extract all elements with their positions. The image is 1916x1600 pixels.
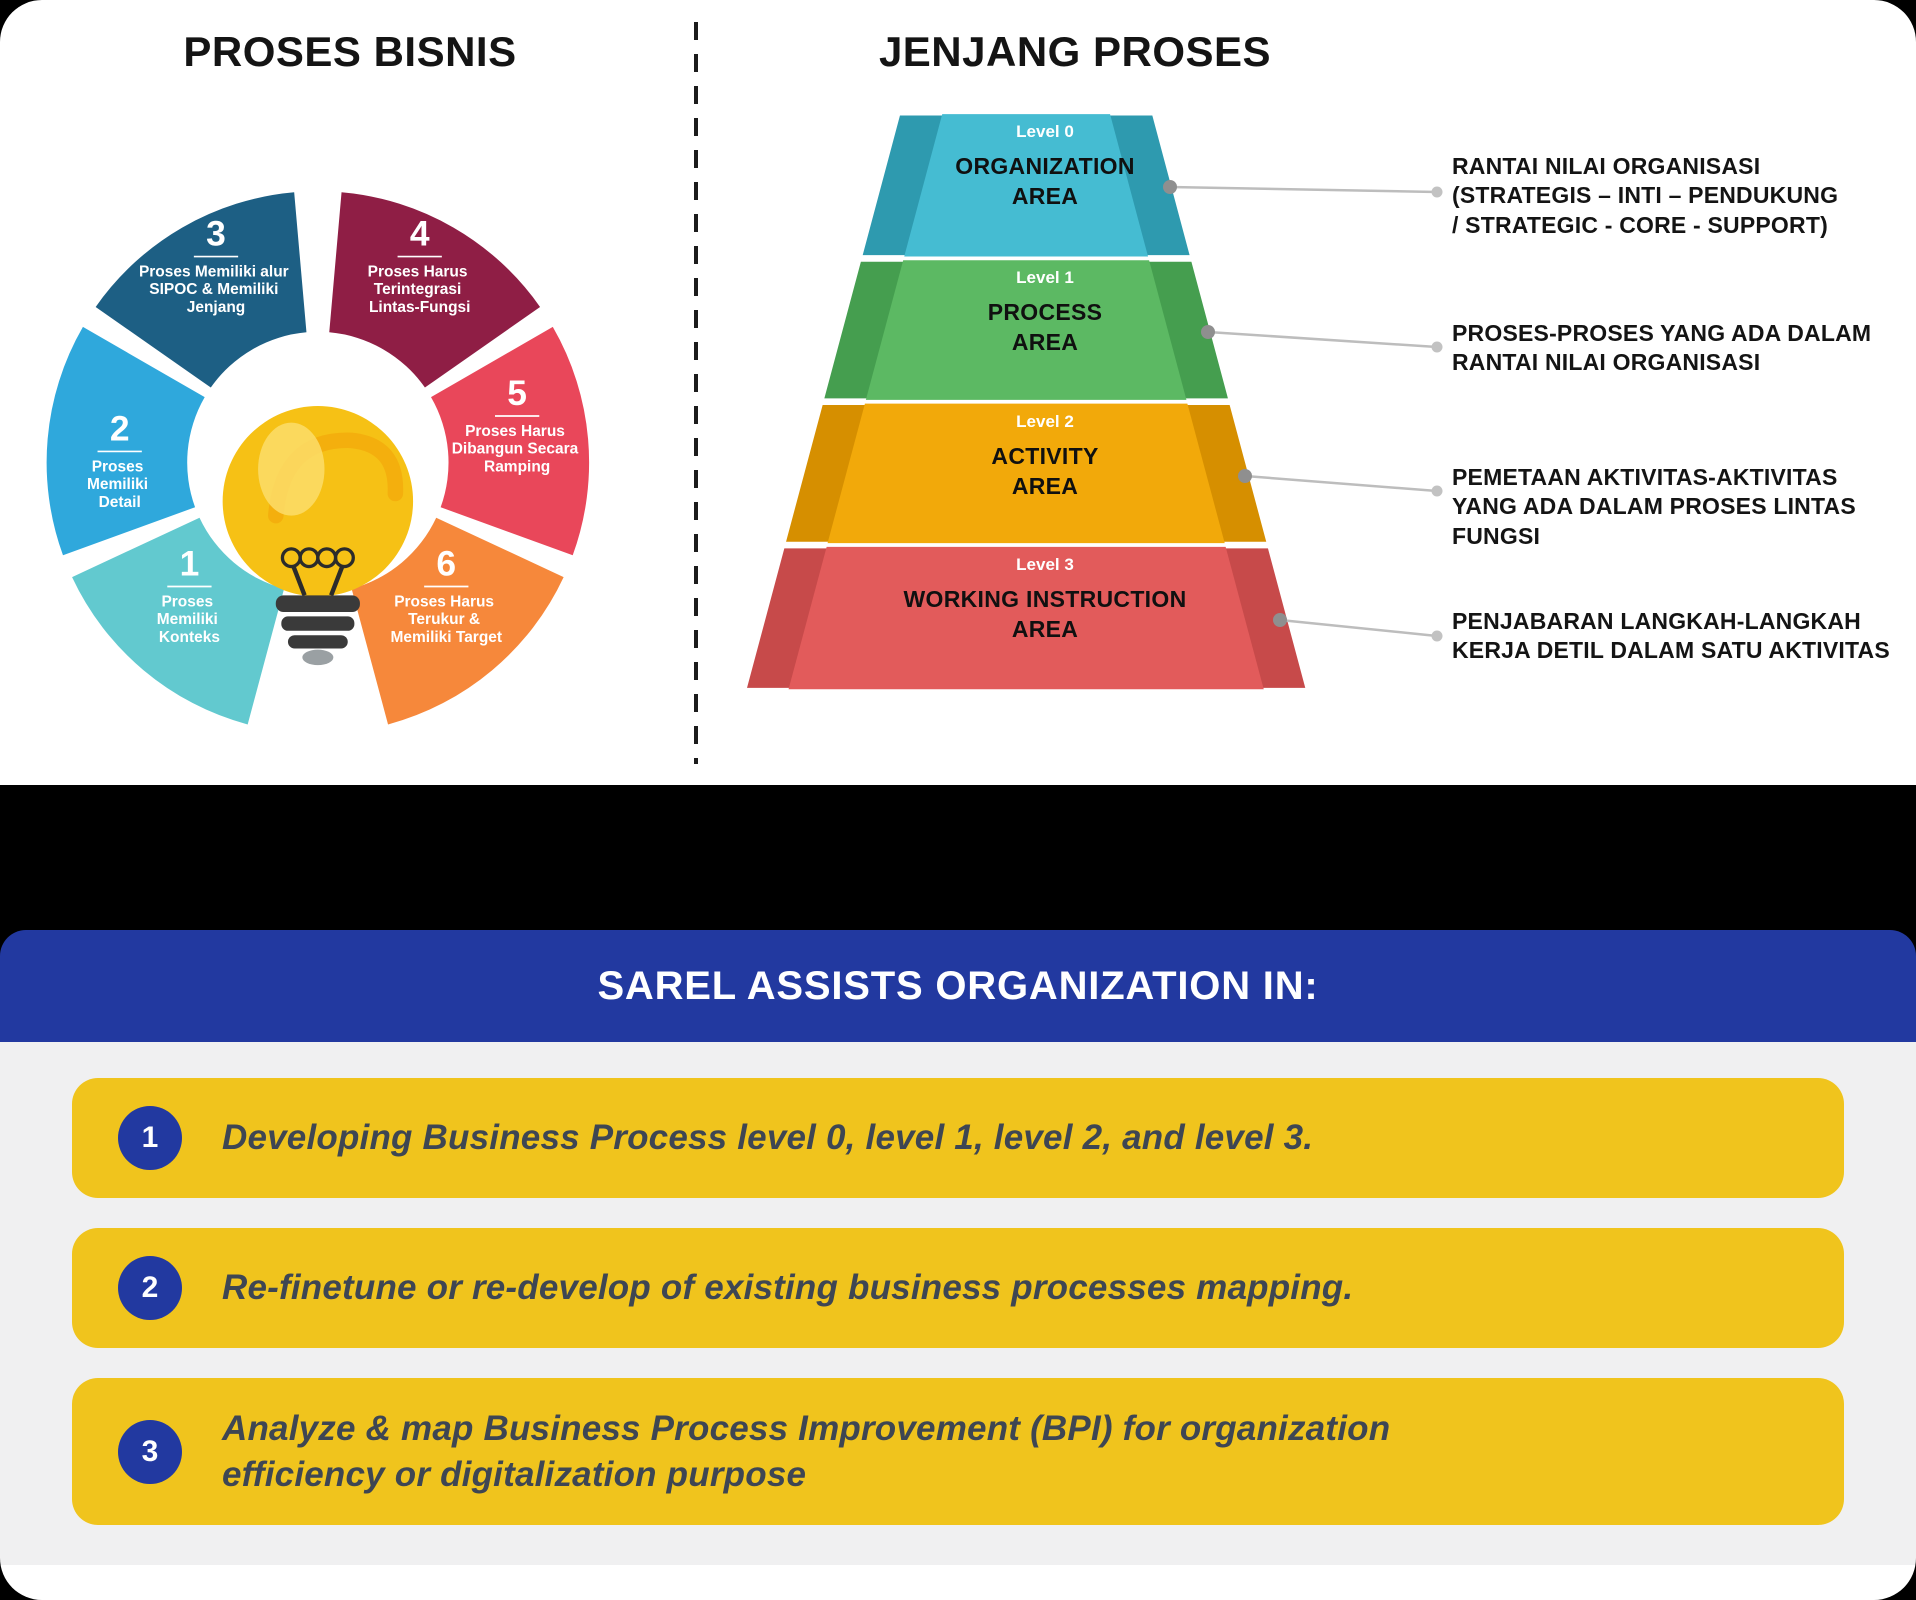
band-level-2 <box>827 403 1225 544</box>
segment-5-label: Proses Harus Dibangun Secara Ramping <box>452 423 583 475</box>
band-label-1: Level 1 PROCESS AREA <box>845 268 1245 358</box>
segment-1 <box>72 517 285 725</box>
level-3-description: PENJABARAN LANGKAH-LANGKAH KERJA DETIL D… <box>1452 608 1890 664</box>
segment-6-number: 6 <box>436 543 456 583</box>
dashed-divider <box>694 22 698 764</box>
segment-2 <box>46 326 205 556</box>
area-label: ACTIVITY AREA <box>991 443 1099 499</box>
segment-4-label: Proses Harus Terintegrasi Lintas-Fungsi <box>368 263 472 315</box>
top-panel: PROSES BISNIS 1 Proses Memiliki Konteks … <box>0 0 1916 785</box>
jenjang-proses-diagram: JENJANG PROSES Level 0 ORGANIZATION AREA <box>700 0 1916 785</box>
footer-strip <box>0 1565 1916 1600</box>
segment-5 <box>431 326 590 556</box>
level-2-description: PEMETAAN AKTIVITAS-AKTIVITAS YANG ADA DA… <box>1452 464 1856 549</box>
band-level-3 <box>788 546 1264 690</box>
item-text: Developing Business Process level 0, lev… <box>222 1118 1314 1158</box>
section-header-bar: SAREL ASSISTS ORGANIZATION IN: <box>0 930 1916 1042</box>
lightbulb-icon <box>222 406 414 666</box>
assist-item-2: 2 Re-finetune or re-develop of existing … <box>72 1228 1844 1348</box>
level-tag: Level 0 <box>1016 122 1074 141</box>
jenjang-proses-title: JENJANG PROSES <box>878 28 1272 75</box>
level-1-description: PROSES-PROSES YANG ADA DALAM RANTAI NILA… <box>1452 320 1872 376</box>
level-tag: Level 1 <box>1016 268 1074 287</box>
level-tag: Level 2 <box>1016 412 1074 431</box>
band-label-3: Level 3 WORKING INSTRUCTION AREA <box>845 555 1245 645</box>
item-text: Re-finetune or re-develop of existing bu… <box>222 1268 1354 1308</box>
item-number-badge: 2 <box>118 1256 182 1320</box>
segment-3-label: Proses Memiliki alur SIPOC & Memiliki Je… <box>139 263 293 315</box>
segment-2-number: 2 <box>110 408 130 448</box>
assist-item-1: 1 Developing Business Process level 0, l… <box>72 1078 1844 1198</box>
item-text: Analyze & map Business Process Improveme… <box>222 1409 1391 1494</box>
item-number-badge: 3 <box>118 1419 182 1484</box>
area-label: WORKING INSTRUCTION AREA <box>903 586 1187 642</box>
pyramid <box>743 112 1309 691</box>
segment-1-label: Proses Memiliki Konteks <box>157 593 222 645</box>
level-0-description: RANTAI NILAI ORGANISASI (STRATEGIS – INT… <box>1452 153 1839 238</box>
segment-6 <box>351 517 564 725</box>
segment-2-label: Proses Memiliki Detail <box>87 458 152 510</box>
proses-bisnis-diagram: 1 Proses Memiliki Konteks 2 Proses Memil… <box>46 192 590 725</box>
assist-list-section: 1 Developing Business Process level 0, l… <box>0 1042 1916 1565</box>
level-tag: Level 3 <box>1016 555 1074 574</box>
segment-3 <box>95 192 307 388</box>
segment-4 <box>329 192 541 388</box>
area-label: ORGANIZATION AREA <box>955 153 1135 209</box>
segment-1-number: 1 <box>180 543 200 583</box>
band-label-0: Level 0 ORGANIZATION AREA <box>845 122 1245 212</box>
section-gap <box>0 785 1916 930</box>
band-level-0 <box>904 114 1149 257</box>
segment-4-number: 4 <box>410 213 430 253</box>
item-number-badge: 1 <box>118 1106 182 1170</box>
band-label-2: Level 2 ACTIVITY AREA <box>845 412 1245 502</box>
assist-item-3: 3 Analyze & map Business Process Improve… <box>72 1378 1844 1525</box>
segment-6-label: Proses Harus Terukur & Memiliki Target <box>390 593 502 645</box>
proses-bisnis-title: PROSES BISNIS <box>183 28 517 75</box>
section-header-title: SAREL ASSISTS ORGANIZATION IN: <box>597 963 1319 1008</box>
band-level-1 <box>865 260 1187 400</box>
area-label: PROCESS AREA <box>987 299 1103 355</box>
segment-5-number: 5 <box>507 373 527 413</box>
segment-3-number: 3 <box>206 213 226 253</box>
